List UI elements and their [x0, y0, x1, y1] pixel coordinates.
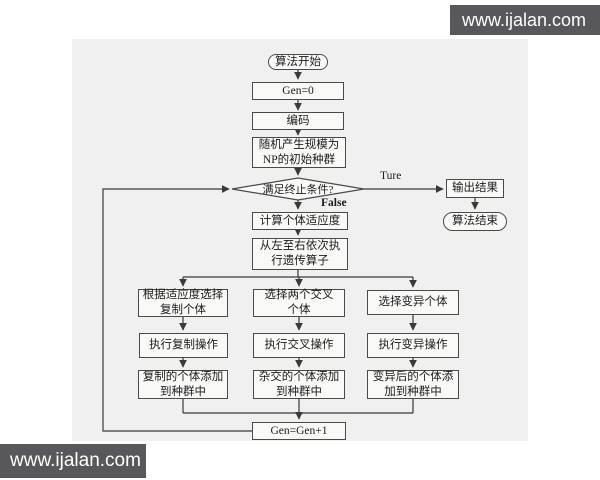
node-do-mutate: 执行变异操作: [367, 333, 459, 358]
node-decision: 满足终止条件?: [262, 184, 334, 196]
decision-true-label: Ture: [380, 170, 402, 182]
watermark-text-top: www.ijalan.com: [462, 9, 587, 30]
node-add-copy: 复制的个体添加 到种群中: [138, 370, 228, 399]
watermark-banner-top: www.ijalan.com: [450, 5, 600, 35]
node-do-cross: 执行交叉操作: [253, 333, 345, 358]
node-encode: 编码: [252, 112, 344, 130]
node-select-cross: 选择两个交叉 个体: [253, 289, 345, 317]
node-init-population: 随机产生规模为 NP的初始种群: [252, 137, 346, 168]
node-start: 算法开始: [268, 54, 328, 70]
node-output-result: 输出结果: [446, 179, 504, 198]
node-add-cross: 杂交的个体添加 到种群中: [253, 370, 345, 399]
watermark-text-bottom: www.ijalan.com: [10, 450, 141, 471]
flow-connectors: [102, 69, 479, 432]
watermark-banner-bottom: www.ijalan.com: [0, 444, 146, 478]
node-gen-init: Gen=0: [252, 82, 344, 100]
node-end: 算法结束: [443, 212, 507, 231]
node-select-mutate: 选择变异个体: [367, 290, 459, 315]
node-add-mutate: 变异后的个体添 加到种群中: [367, 370, 459, 399]
node-operators: 从左至右依次执 行遗传算子: [252, 238, 348, 270]
node-gen-increment: Gen=Gen+1: [252, 422, 346, 440]
flowchart-panel: 算法开始 Gen=0 编码 随机产生规模为 NP的初始种群 满足终止条件? Tu…: [72, 39, 528, 441]
decision-false-label: False: [321, 197, 347, 209]
node-fitness: 计算个体适应度: [252, 212, 348, 230]
node-do-copy: 执行复制操作: [139, 333, 228, 358]
node-select-copy: 根据适应度选择 复制个体: [138, 289, 228, 317]
